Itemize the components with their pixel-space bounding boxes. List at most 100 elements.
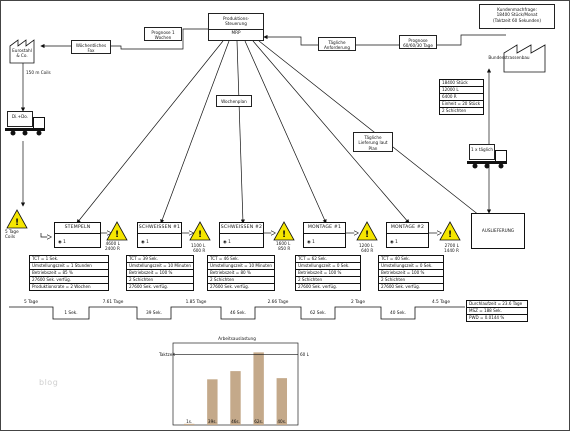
chart-bar-39s. xyxy=(207,379,218,425)
chart-category-label: 39s. xyxy=(207,419,217,424)
svg-text:!: ! xyxy=(198,230,202,240)
operator-count: 1 xyxy=(228,240,231,245)
data-row: Umstellungszeit = 10 Minuten xyxy=(127,263,193,270)
timeline-line xyxy=(9,306,465,320)
forecast-days-box: Prognose 60/60/30 Tage xyxy=(399,35,437,49)
fg-stock-right: 6400 R xyxy=(440,94,483,101)
timeline-days-2: 7.61 Tage xyxy=(102,300,124,305)
inventory-label-3: 1600 L 850 R xyxy=(276,241,291,251)
weekly-fax-box: Wöchentliches Fax xyxy=(71,40,111,54)
coil-label: 150 m Coils xyxy=(26,70,51,75)
operator-icon: ◉ 1 xyxy=(141,240,149,245)
customer-factory-icon xyxy=(503,44,546,73)
timeline-days-4: 2.66 Tage xyxy=(267,300,289,305)
process-name: MONTAGE #1 xyxy=(304,223,345,234)
process-name: AUSLIEFERUNG xyxy=(481,228,515,233)
data-box-montage-2: TCT = 40 Sek. Umstellungszeit = 0 Sek. B… xyxy=(378,255,444,291)
inbound-truck: Di.+Do. xyxy=(7,111,33,127)
inventory-triangle-4: ! xyxy=(356,221,378,241)
data-row: Produktionsrate = 2 Wochen xyxy=(32,284,91,289)
customer-demand-box: Kundenmachfrage: 18400 Stück/Monat (Takt… xyxy=(479,4,555,29)
data-box-schweissen-1: TCT = 39 Sek. Umstellungszeit = 10 Minut… xyxy=(126,255,194,291)
customer-demand-title: Kundenmachfrage: xyxy=(497,7,537,12)
process-montage-2: MONTAGE #2 ◉ 1 xyxy=(386,222,429,248)
operator-icon: ◉ 1 xyxy=(58,240,66,245)
value-added-time: MSZ = 188 Sek. xyxy=(467,308,527,315)
inventory-label-4: 1200 L 640 R xyxy=(359,243,374,253)
timeline-days-3: 1.85 Tage xyxy=(185,300,207,305)
data-row: Umstellungszeit = 1 Stunden xyxy=(30,263,108,270)
inventory-label-5: 2700 L 1440 R xyxy=(444,243,459,253)
process-auslieferung: AUSLIEFERUNG xyxy=(471,213,525,249)
inventory-triangle-5: ! xyxy=(439,221,461,241)
data-row: Betriebszeit = 85 % xyxy=(30,270,108,277)
supplier-factory-icon xyxy=(9,39,35,64)
data-row: Betriebszeit = 100 % xyxy=(379,270,443,277)
chart-category-label: 40s. xyxy=(277,419,287,424)
timeline-days-6: 4.5 Tage xyxy=(431,300,451,305)
production-control-title: Produktions- Steuerung xyxy=(222,16,250,27)
data-box-schweissen-2: TCT = 46 Sek. Umstellungszeit = 10 Minut… xyxy=(207,255,275,291)
data-row: 27600 Sek. verfüg. xyxy=(210,284,249,289)
data-row: Betriebszeit = 100 % xyxy=(127,270,193,277)
customer-demand-takt: (Taktzeit 60 Sekunden) xyxy=(492,17,542,23)
svg-text:!: ! xyxy=(282,230,286,240)
forecast-weeks-box: Prognose 1 Wochen xyxy=(144,27,182,41)
chart-bar-40s. xyxy=(276,378,288,425)
data-row: TCT = 39 Sek. xyxy=(127,256,193,263)
data-row: 27600 Sek. verfüg. xyxy=(381,284,420,289)
chart-bar-1s. xyxy=(183,423,195,425)
data-row: 2 Schichten xyxy=(379,277,443,284)
chart-category-label: 62s. xyxy=(254,419,264,424)
customer-demand-value: 18400 Stück/Monat xyxy=(496,12,538,18)
chart-takt-right-label: 60 L xyxy=(300,351,309,357)
operator-count: 1 xyxy=(312,240,315,245)
fg-unit: Einheit = 20 Stück xyxy=(440,101,483,108)
load-chart xyxy=(172,342,299,426)
chart-bar-46s. xyxy=(230,371,241,425)
data-row: Umstellungszeit = 0 Sek. xyxy=(379,263,443,270)
supplier-name: Eurostahl & Co. xyxy=(12,48,32,59)
data-row: 27600 Sek. verfüg. xyxy=(129,284,168,289)
operator-icon: ◉ 1 xyxy=(307,240,315,245)
svg-text:!: ! xyxy=(115,230,119,240)
data-row: TCT = 40 Sek. xyxy=(379,256,443,263)
fg-shifts: 2 Schichten xyxy=(442,108,467,113)
customer-plant-name: Bundesstrassenbau xyxy=(488,55,530,60)
operator-count: 1 xyxy=(146,240,149,245)
production-control-mrp: MRP xyxy=(209,28,263,35)
production-control: Produktions- Steuerung MRP xyxy=(208,13,264,41)
chart-category-label: 46s. xyxy=(231,419,240,424)
inbound-truck-wheels xyxy=(5,128,45,136)
timeline-secs-4: 62 Sek. xyxy=(309,311,327,316)
data-row: 27600 Sek. verfüg. xyxy=(298,284,337,289)
finished-goods-data: 18400 Stück 12000 L 6400 R Einheit = 20 … xyxy=(439,79,484,115)
process-name: SCHWEISSEN #2 xyxy=(220,223,263,234)
operator-count: 1 xyxy=(395,240,398,245)
timeline-secs-2: 39 Sek. xyxy=(145,311,163,316)
process-montage-1: MONTAGE #1 ◉ 1 xyxy=(303,222,346,248)
operator-icon: ◉ 1 xyxy=(390,240,398,245)
data-row: Betriebszeit = 80 % xyxy=(208,270,274,277)
inventory-triangle-1: ! xyxy=(106,221,128,241)
operator-count: 1 xyxy=(63,240,66,245)
fg-stock-left: 12000 L xyxy=(440,87,483,94)
raw-inventory-label: 5 Tage Coils xyxy=(5,229,19,239)
process-name: SCHWEISSEN #1 xyxy=(138,223,181,234)
data-box-stempeln: TCT = 1 Sek. Umstellungszeit = 1 Stunden… xyxy=(29,255,109,291)
fg-stock-total: 18400 Stück xyxy=(440,80,483,87)
data-row: 2 Schichten xyxy=(208,277,274,284)
data-row: TCT = 1 Sek. xyxy=(30,256,108,263)
chart-takt-label: Taktzeit xyxy=(159,351,176,357)
weekplan-box: Wochenplan xyxy=(216,95,252,107)
chart-bar-62s. xyxy=(253,352,264,425)
daily-delivery-box: Tägliche Lieferung laut Plan xyxy=(353,132,393,152)
chart-category-label: 1s. xyxy=(186,419,193,424)
timeline-secs-3: 46 Sek. xyxy=(229,311,247,316)
watermark: blog xyxy=(39,378,59,387)
inventory-triangle-2: ! xyxy=(189,221,211,241)
process-name: MONTAGE #2 xyxy=(387,223,428,234)
timeline-secs-5: 40 Sek. xyxy=(389,311,407,316)
svg-text:!: ! xyxy=(15,218,19,228)
